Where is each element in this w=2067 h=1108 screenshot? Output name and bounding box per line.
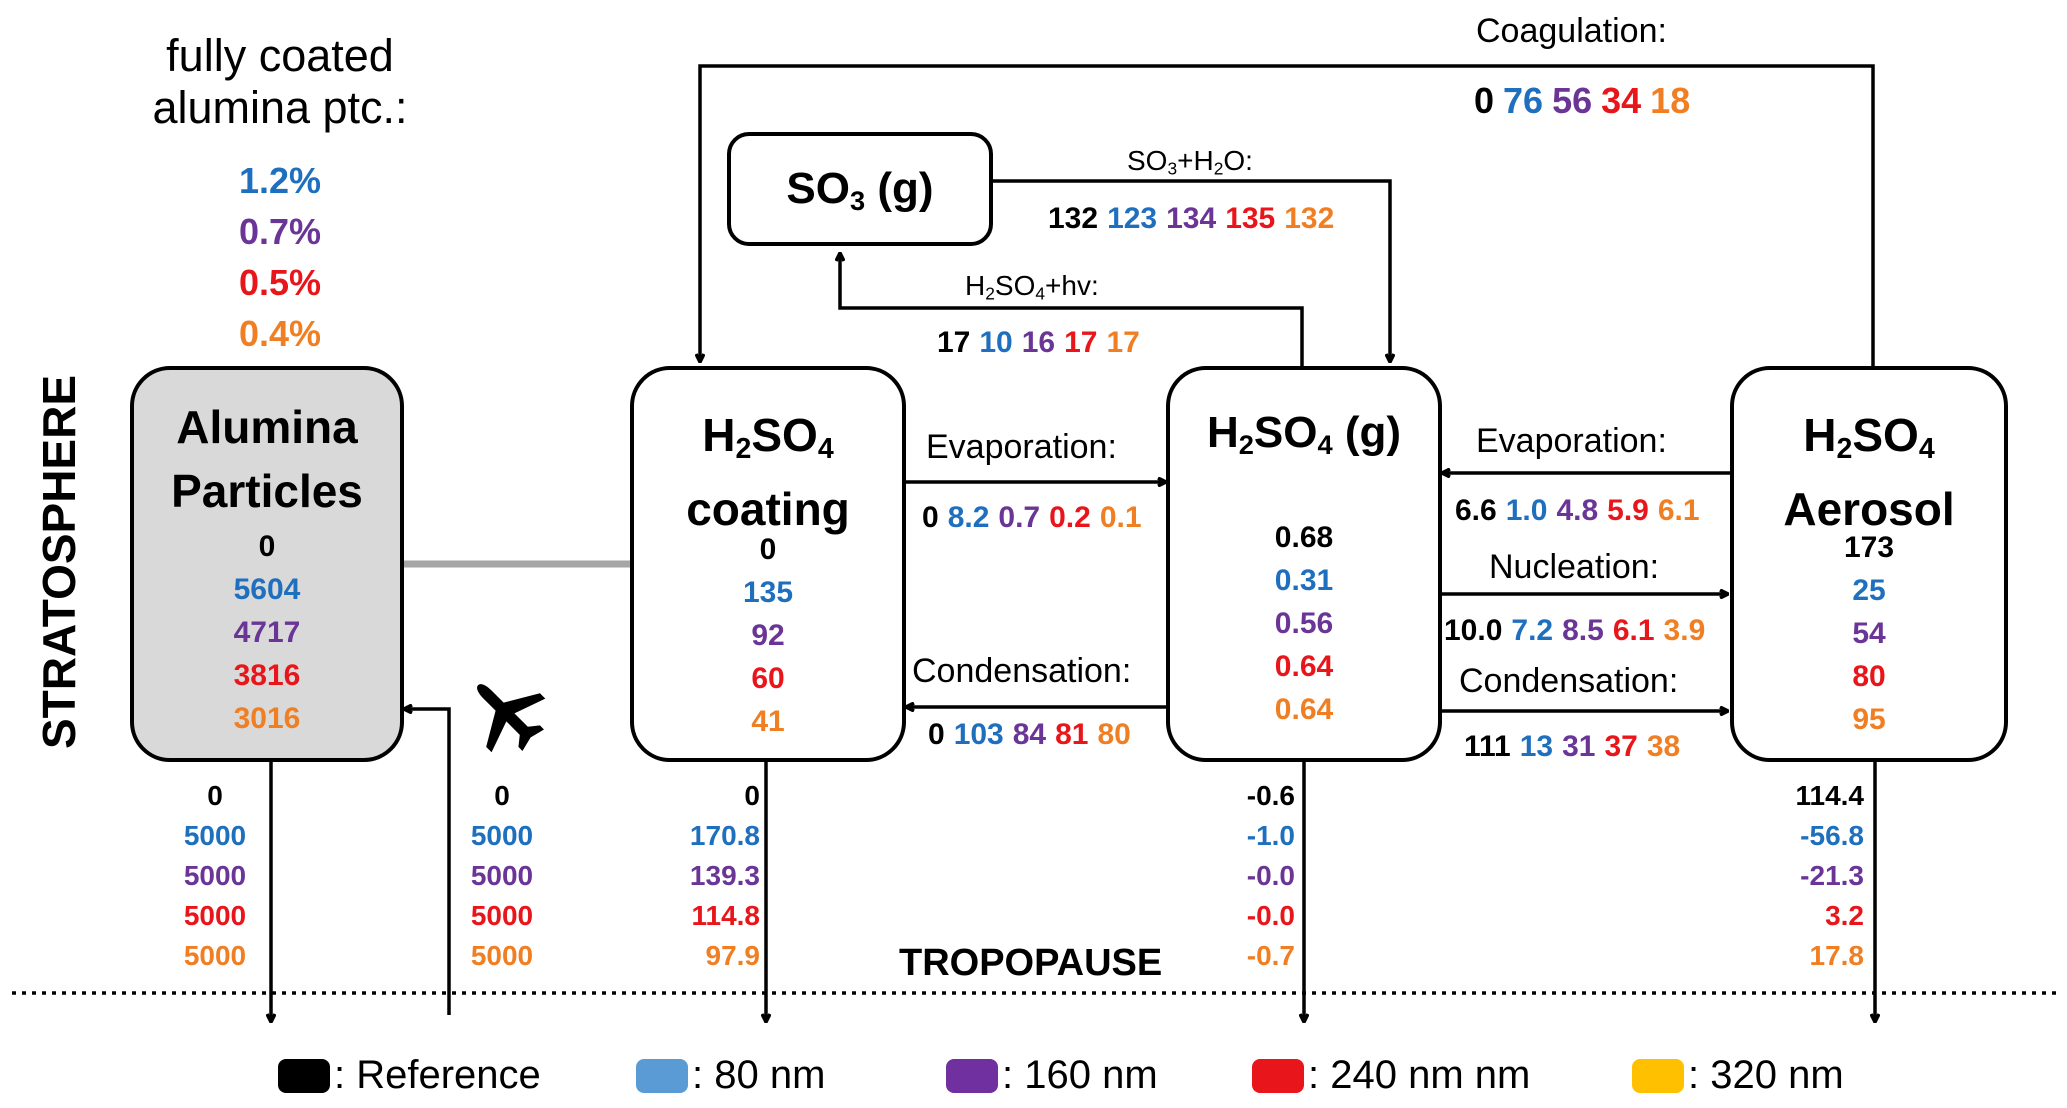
coagulation-arrow <box>700 64 1875 366</box>
coating-values: 0 135 92 60 41 <box>634 528 902 743</box>
condensation-coating-label: Condensation: <box>912 652 1132 690</box>
aerosol-value-240: 80 <box>1852 660 1886 693</box>
coated-fraction-240: 0.5% <box>238 262 322 303</box>
alumina-emission-arrow <box>404 709 451 1015</box>
h2so4-gas-box: H2SO4 (g) 0.68 0.31 0.56 0.64 0.64 <box>1166 366 1442 762</box>
alumina-emission-values: 0 5000 5000 5000 5000 <box>470 780 534 971</box>
alumina-title-line1: Alumina <box>176 401 358 453</box>
legend-reference: : Reference <box>278 1053 541 1098</box>
alumina-value-ref: 0 <box>258 530 276 563</box>
evaporation-aerosol-label: Evaporation: <box>1476 422 1667 460</box>
h2so4-aerosol-box: H2SO4 Aerosol 173 25 54 80 95 <box>1730 366 2008 762</box>
gas-out-values: -0.6 -1.0 -0.0 -0.0 -0.7 <box>1246 780 1295 971</box>
so3-title: SO3 (g) <box>786 164 934 216</box>
aerosol-value-160: 54 <box>1852 617 1886 650</box>
evaporation-coating-label: Evaporation: <box>926 428 1117 466</box>
coating-title-line2: coating <box>686 483 850 536</box>
header-line1: fully coated <box>166 30 394 81</box>
condensation-aerosol-label: Condensation: <box>1459 662 1679 700</box>
coating-title-line1: H2SO4 <box>702 409 834 466</box>
aerosol-value-ref: 173 <box>1843 531 1895 564</box>
aerosol-values: 173 25 54 80 95 <box>1734 526 2004 741</box>
legend-swatch-reference <box>278 1058 330 1093</box>
alumina-title-line2: Particles <box>171 465 363 517</box>
gas-to-so3-arrow <box>840 253 1304 366</box>
gas-value-320: 0.64 <box>1274 693 1334 726</box>
alumina-value-320: 3016 <box>233 702 301 735</box>
so3-to-gas-arrow <box>993 179 1390 362</box>
coated-fraction-header: fully coated alumina ptc.: <box>120 30 440 134</box>
alumina-out-values: 0 5000 5000 5000 5000 <box>183 780 247 971</box>
alumina-value-80: 5604 <box>233 573 301 606</box>
coated-fraction-320: 0.4% <box>238 313 322 354</box>
coated-fraction-160: 0.7% <box>238 211 322 252</box>
aerosol-value-80: 25 <box>1852 574 1886 607</box>
so3-h2o-label: SO3+H2O: <box>1127 145 1253 179</box>
coating-out-values: 0 170.8 139.3 114.8 97.9 <box>689 780 760 971</box>
coated-fraction-80: 1.2% <box>238 160 322 201</box>
coating-value-320: 41 <box>751 705 785 738</box>
tropopause-label: TROPOPAUSE <box>899 942 1163 984</box>
airplane-icon <box>477 684 546 753</box>
gas-title: H2SO4 (g) <box>1206 408 1402 460</box>
h2so4-hv-label: H2SO4+hv: <box>965 270 1099 304</box>
coagulation-label: Coagulation: <box>1476 12 1667 50</box>
legend-swatch-240nm <box>1252 1058 1304 1093</box>
legend-240nm: : 240 nm nm <box>1252 1053 1530 1098</box>
coating-value-80: 135 <box>742 576 794 609</box>
coated-fraction-values: 1.2% 0.7% 0.5% 0.4% <box>180 155 380 359</box>
alumina-particles-box: Alumina Particles 0 5604 4717 3816 3016 <box>130 366 404 762</box>
legend-320nm: : 320 nm <box>1632 1053 1844 1098</box>
header-line2: alumina ptc.: <box>152 82 408 133</box>
aerosol-out-values: 114.4 -56.8 -21.3 3.2 17.8 <box>1795 780 1864 971</box>
aerosol-title-line2: Aerosol <box>1783 483 1955 536</box>
aerosol-value-320: 95 <box>1852 703 1886 736</box>
aerosol-title-line1: H2SO4 <box>1803 409 1935 466</box>
gas-value-80: 0.31 <box>1274 564 1334 597</box>
coating-value-240: 60 <box>751 662 785 695</box>
stratosphere-label: STRATOSPHERE <box>33 374 85 749</box>
h2so4-coating-box: H2SO4 coating 0 135 92 60 41 <box>630 366 906 762</box>
legend-160nm: : 160 nm <box>946 1053 1158 1098</box>
nucleation-label: Nucleation: <box>1489 548 1660 586</box>
gas-value-160: 0.56 <box>1274 607 1334 640</box>
gas-values: 0.68 0.31 0.56 0.64 0.64 <box>1170 516 1438 731</box>
legend-swatch-320nm <box>1632 1058 1684 1093</box>
alumina-value-240: 3816 <box>233 659 301 692</box>
coating-value-160: 92 <box>751 619 785 652</box>
legend-swatch-160nm <box>946 1058 998 1093</box>
so3-gas-box: SO3 (g) <box>727 132 993 246</box>
gas-value-ref: 0.68 <box>1274 521 1334 554</box>
coating-value-ref: 0 <box>759 533 777 566</box>
legend-swatch-80nm <box>636 1058 688 1093</box>
alumina-values: 0 5604 4717 3816 3016 <box>134 525 400 740</box>
legend-80nm: : 80 nm <box>636 1053 825 1098</box>
gas-value-240: 0.64 <box>1274 650 1334 683</box>
alumina-value-160: 4717 <box>233 616 301 649</box>
